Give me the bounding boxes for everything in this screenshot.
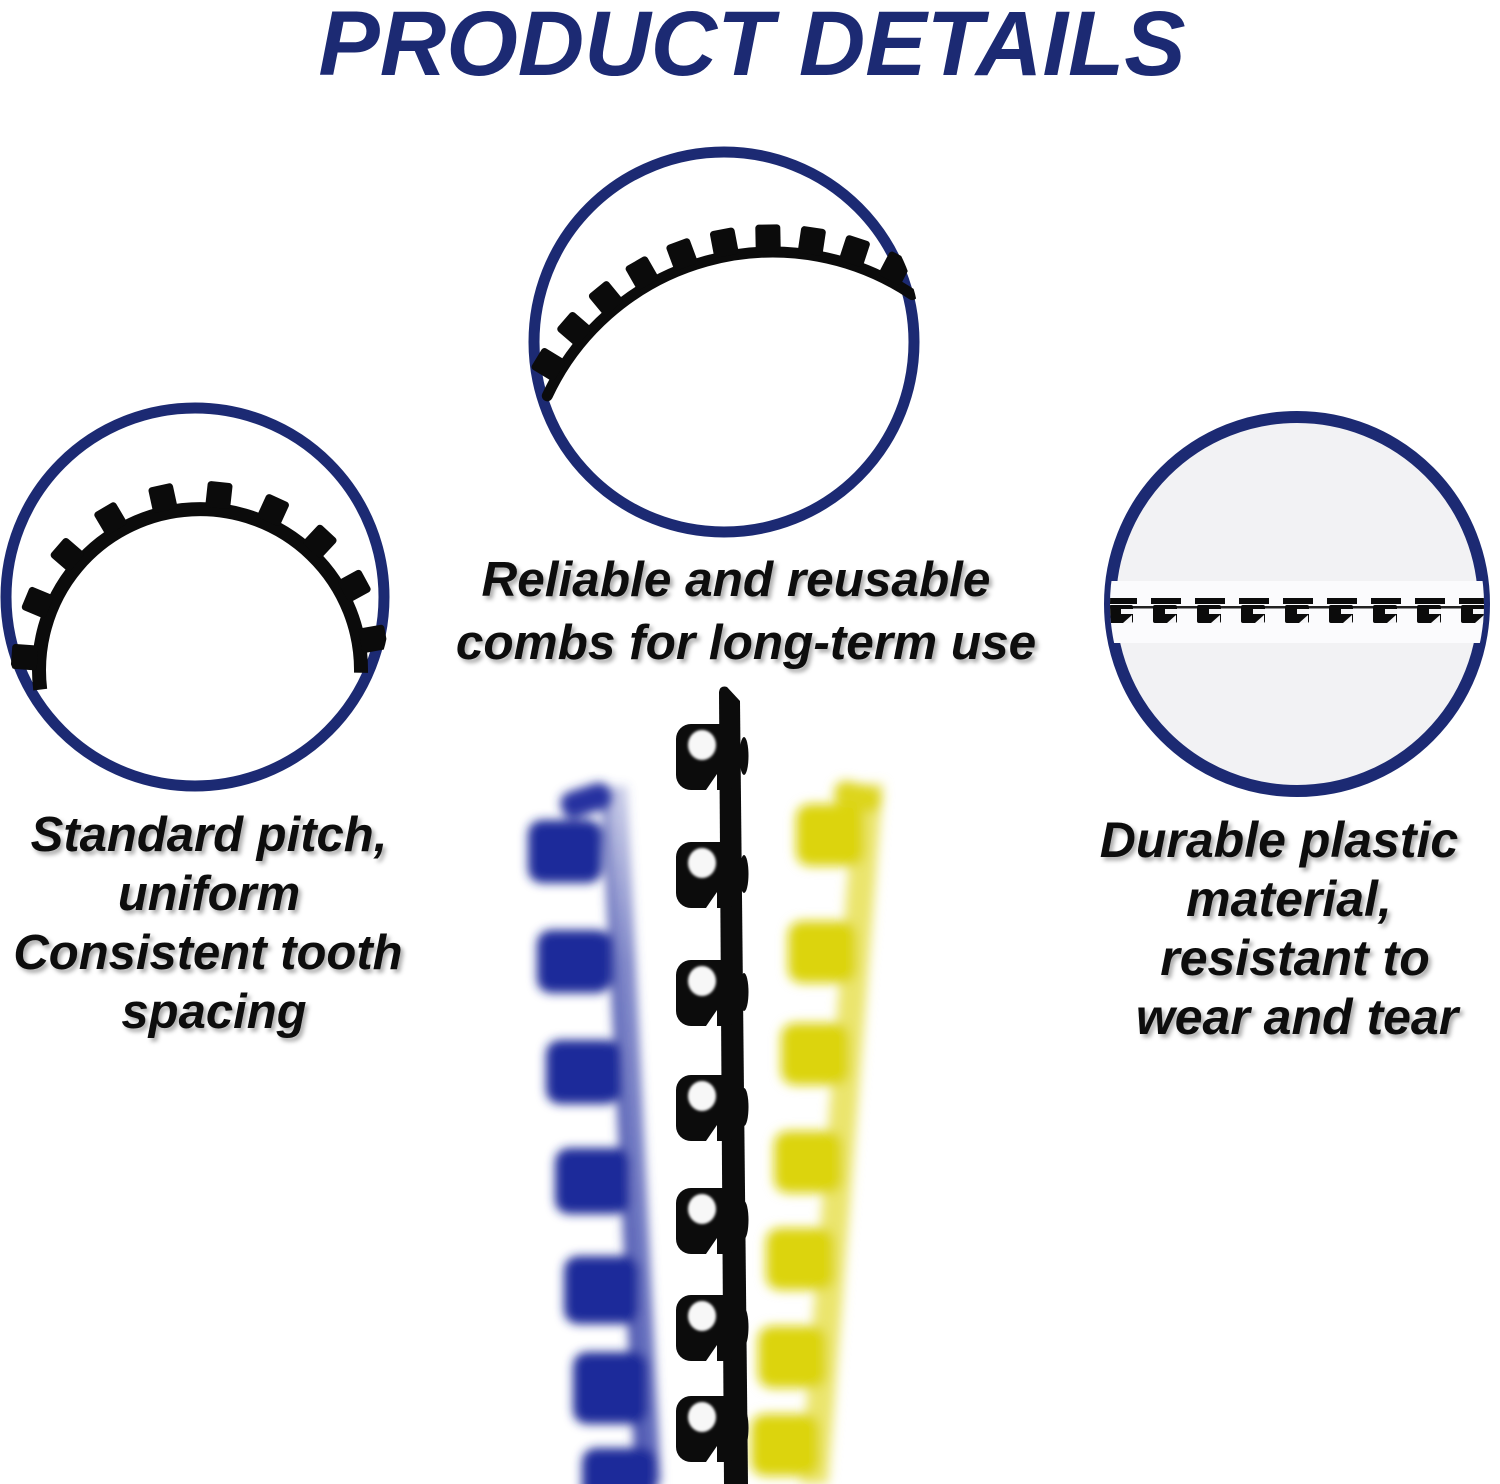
svg-text:Standard pitch,: Standard pitch, (31, 808, 388, 862)
svg-text:Durable plastic: Durable plastic (1100, 812, 1459, 868)
svg-text:wear and tear: wear and tear (1136, 989, 1461, 1045)
svg-text:resistant to: resistant to (1160, 930, 1430, 986)
svg-text:Consistent tooth: Consistent tooth (13, 926, 402, 980)
svg-text:spacing: spacing (121, 985, 306, 1039)
svg-text:Reliable and reusable: Reliable and reusable (482, 552, 991, 607)
svg-text:uniform: uniform (118, 867, 300, 921)
svg-text:PRODUCT DETAILS: PRODUCT DETAILS (318, 0, 1185, 95)
svg-text:combs for long-term use: combs for long-term use (456, 615, 1036, 670)
svg-text:material,: material, (1186, 871, 1392, 927)
